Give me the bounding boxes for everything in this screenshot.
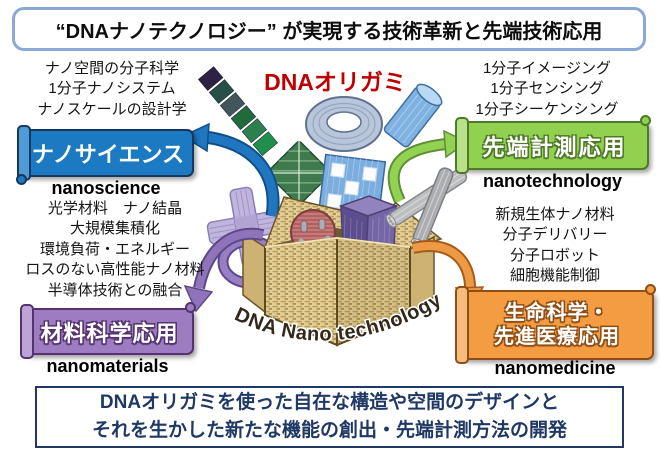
keyword-line: ナノ空間の分子科学 <box>44 60 180 77</box>
keyword-line: ナノスケールの設計学 <box>37 100 187 118</box>
page-title: “DNAナノテクノロジー” が実現する技術革新と先端技術応用 <box>12 7 646 51</box>
footer-line: それを生かした新たな機能の創出・先端計測方法の開発 <box>91 420 567 441</box>
dna-origami-label: DNAオリガミ <box>264 69 406 95</box>
nanoscience-banner: ナノサイエンス <box>16 125 194 185</box>
nanoscience-banner-label: ナノサイエンス <box>31 142 185 167</box>
keyword-line: 1分子シーケンシング <box>475 100 619 118</box>
keyword-line: 大規模集積化 <box>69 220 160 238</box>
open-box-front <box>264 236 411 347</box>
keyword-line: 光学材料 ナノ結晶 <box>47 200 183 217</box>
nanomedicine-banner-label-1: 生命科学・ <box>504 301 610 324</box>
scroll-knob-icon <box>640 115 651 126</box>
scroll-knob-icon <box>645 284 656 295</box>
keyword-line: 分子ロボット <box>509 246 600 264</box>
nanotechnology-banner: 先端計測応用 <box>455 115 651 174</box>
torus-ring-icon <box>305 96 383 152</box>
page-title-text: “DNAナノテクノロジー” が実現する技術革新と先端技術応用 <box>55 20 603 43</box>
nanotube-cylinder-icon <box>383 83 443 148</box>
nanomaterials-banner: 材料科学応用 <box>20 302 196 359</box>
scroll-knob-icon <box>185 302 196 313</box>
nanomedicine-banner: 生命科学・ 先進医療応用 <box>455 284 656 364</box>
footer-summary: DNAオリガミを使った自在な構造や空間のデザインと それを生かした新たな機能の創… <box>35 386 624 448</box>
keyword-line: 半導体技術との融合 <box>47 281 183 299</box>
nanotechnology-keywords: 1分子イメージング 1分子センシング 1分子シーケンシング <box>440 59 654 120</box>
keyword-line: 1分子ナノシステム <box>48 80 176 98</box>
nanotechnology-subtitle: nanotechnology <box>483 171 622 191</box>
nanotechnology-banner-label: 先端計測応用 <box>482 134 627 160</box>
nanomaterials-subtitle: nanomaterials <box>46 356 169 376</box>
footer-line: DNAオリガミを使った自在な構造や空間のデザインと <box>99 392 560 414</box>
nanomaterials-banner-label: 材料科学応用 <box>40 320 179 346</box>
nanoscience-subtitle: nanoscience <box>51 178 161 198</box>
scroll-roll-icon <box>20 304 34 359</box>
keyword-line: 1分子センシング <box>490 80 604 98</box>
arrow-purple-icon <box>183 227 265 313</box>
nanomedicine-keywords: 新規生体ナノ材料 分子デリバリー 分子ロボット 細胞機能制御 <box>452 205 658 287</box>
keyword-line: ロスのない高性能ナノ材料 <box>25 261 205 279</box>
nanoscience-keywords: ナノ空間の分子科学 1分子ナノシステム ナノスケールの設計学 <box>6 59 218 120</box>
nanomedicine-subtitle: nanomedicine <box>494 358 616 378</box>
nanomaterials-keywords: 光学材料 ナノ結晶 大規模集積化 環境負荷・エネルギー ロスのない高性能ナノ材料… <box>0 199 230 301</box>
scroll-knob-icon <box>16 174 27 185</box>
scroll-roll-icon <box>17 125 31 181</box>
keyword-line: 環境負荷・エネルギー <box>39 240 190 258</box>
scroll-roll-icon <box>455 117 469 174</box>
keyword-line: 細胞機能制御 <box>509 267 600 285</box>
keyword-line: 1分子イメージング <box>482 60 612 77</box>
nanomedicine-banner-label-2: 先進医療応用 <box>494 326 620 348</box>
scroll-roll-icon <box>455 286 469 364</box>
striped-ribbon-icon <box>197 66 278 157</box>
arrow-blue-icon <box>181 122 280 218</box>
keyword-line: 新規生体ナノ材料 <box>495 206 615 223</box>
keyword-line: 分子デリバリー <box>502 226 608 244</box>
woven-diamond-icon <box>266 140 332 206</box>
